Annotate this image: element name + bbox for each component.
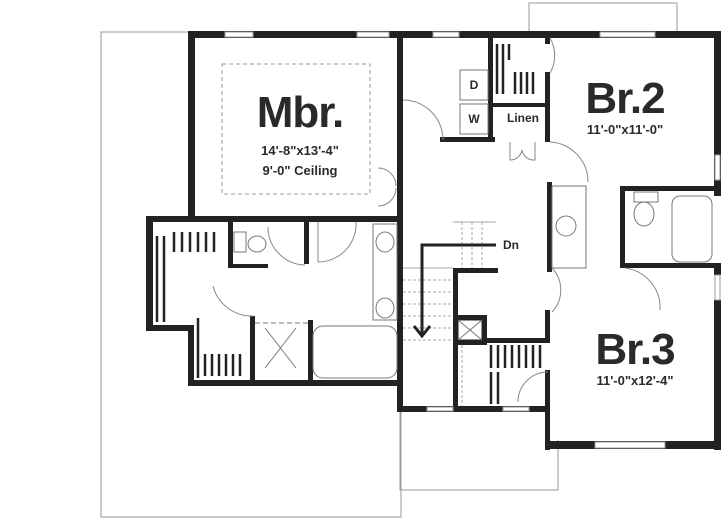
room-ceiling-mbr: 9'-0" Ceiling: [262, 163, 338, 178]
stairs-down-label: Dn: [503, 238, 519, 252]
room-name-mbr: Mbr.: [256, 88, 344, 137]
dryer-label: D: [469, 78, 479, 92]
washer-label: W: [468, 112, 480, 126]
room-dimensions-br3: 11'-0"x12'-4": [596, 373, 674, 388]
room-dimensions-br2: 11'-0"x11'-0": [586, 122, 664, 137]
room-name-br2: Br.2: [585, 74, 665, 123]
bay-outline-top: [528, 2, 678, 34]
room-name-br3: Br.3: [595, 325, 675, 374]
linen-label: Linen: [507, 111, 539, 125]
tray-ceiling: [221, 63, 371, 195]
porch-outline: [399, 410, 559, 491]
room-dimensions-mbr: 14'-8"x13'-4": [261, 143, 339, 158]
